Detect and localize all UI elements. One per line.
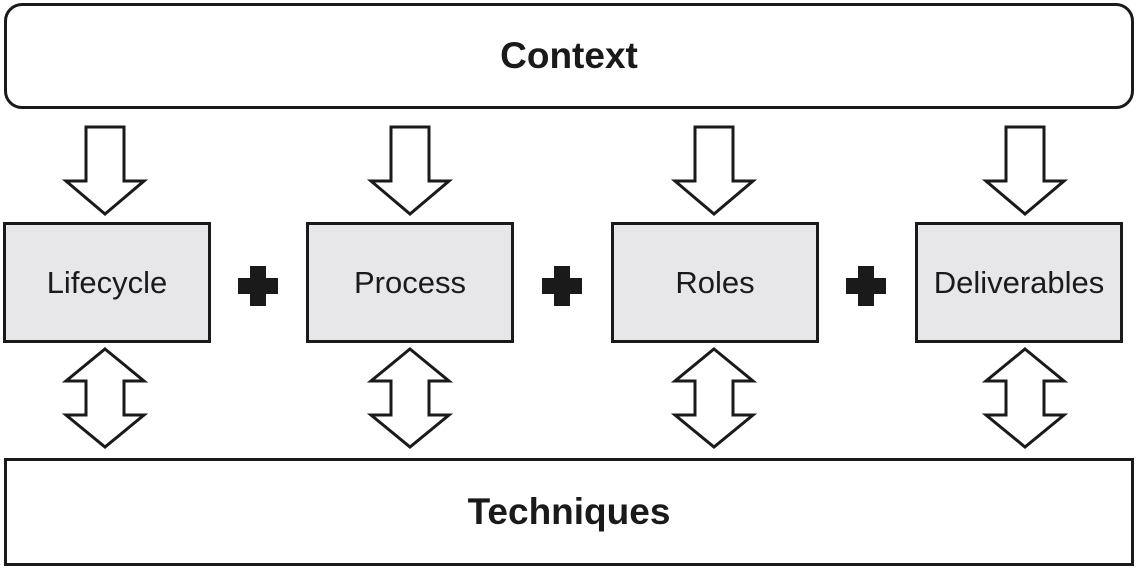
down-arrow-icon [670,125,758,216]
up-down-arrow-icon [366,347,454,449]
lifecycle-box: Lifecycle [3,222,211,343]
up-down-arrow-icon [981,347,1069,449]
down-arrow-icon [366,125,454,216]
up-down-arrow-icon [61,347,149,449]
lifecycle-label: Lifecycle [46,264,168,300]
deliverables-box: Deliverables [915,222,1123,343]
techniques-label: Techniques [467,491,671,532]
techniques-box: Techniques [4,458,1134,566]
down-arrow-icon [981,125,1069,216]
context-label: Context [500,35,638,76]
deliverables-label: Deliverables [933,264,1105,300]
roles-box: Roles [611,222,819,343]
roles-label: Roles [675,264,755,300]
plus-icon [846,266,886,306]
plus-icon [238,266,278,306]
process-box: Process [306,222,514,343]
plus-icon [542,266,582,306]
up-down-arrow-icon [670,347,758,449]
context-box: Context [4,3,1134,109]
process-label: Process [354,264,466,300]
down-arrow-icon [61,125,149,216]
